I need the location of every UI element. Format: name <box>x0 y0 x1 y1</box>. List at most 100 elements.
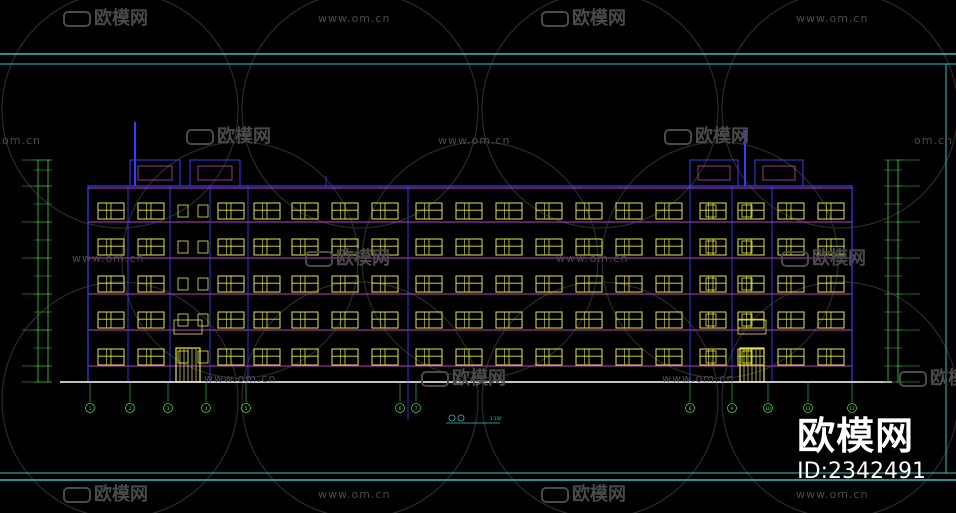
watermark-logo-icon <box>541 487 569 503</box>
tower-window <box>762 165 796 181</box>
stair-window <box>197 350 209 364</box>
axis-label: 6 <box>399 406 402 412</box>
stair-tower <box>189 159 241 187</box>
building-elevation <box>60 122 892 420</box>
watermark-logo-text: 欧模网 <box>572 483 626 505</box>
watermark-logo-icon <box>63 11 91 27</box>
stair-window <box>705 204 717 218</box>
watermark-url: om.cn <box>2 134 41 147</box>
stair-window <box>177 277 189 291</box>
stair-tower <box>129 159 181 187</box>
watermark-url: www.om.cn <box>318 12 390 25</box>
axis-bubble <box>847 403 857 413</box>
watermark-circle <box>241 0 479 229</box>
watermark-logo-text: 欧模网 <box>217 125 271 147</box>
watermark-url: www.om.cn <box>438 134 510 147</box>
entrance-canopy <box>173 319 203 335</box>
axis-bubble <box>685 403 695 413</box>
stair-window <box>705 350 717 364</box>
axis-label: 9 <box>731 406 734 412</box>
stair-tower <box>689 159 739 187</box>
watermark-circle <box>241 281 479 513</box>
stair-window <box>705 277 717 291</box>
watermark-url: www.om.cn <box>796 488 868 501</box>
watermark-circle <box>601 141 839 379</box>
watermark-url: www.om.cn <box>796 12 868 25</box>
watermark-circle <box>1 0 239 229</box>
axis-bubble <box>395 403 405 413</box>
axis-label: 3 <box>167 406 170 412</box>
tower-window <box>197 165 233 181</box>
axis-label: 8 <box>689 406 692 412</box>
watermark-logo-icon <box>421 371 449 387</box>
tower-window <box>697 165 731 181</box>
watermark-logo-text: 欧模网 <box>572 7 626 29</box>
watermark-layer: 欧模网 www.om.cn 欧模网 www.om.cn om.cn 欧模网 www.om.c… <box>2 7 956 505</box>
building-outline <box>87 185 853 383</box>
axis-label: 2 <box>129 406 132 412</box>
axis-bubble <box>163 403 173 413</box>
watermark-logo-text: 欧模网 <box>452 367 506 389</box>
watermark-circle <box>1 281 239 513</box>
watermark-logo-text: 欧模网 <box>930 367 956 389</box>
axis-label: 12 <box>849 406 855 412</box>
watermark-logo-text: 欧模网 <box>94 483 148 505</box>
watermark-logo-icon <box>305 251 333 267</box>
drawing-title: 1:100 <box>446 414 502 424</box>
axis-bubble <box>241 403 251 413</box>
watermark-circle <box>481 281 719 513</box>
watermark-circle <box>721 281 956 513</box>
watermark-logo-text: 欧模网 <box>336 247 390 269</box>
stair-window <box>741 350 753 364</box>
tower-mast <box>134 122 136 186</box>
watermark-circle <box>361 141 599 379</box>
watermark-logo-text: 欧模网 <box>94 7 148 29</box>
watermark-url: www.om.cn <box>318 488 390 501</box>
axis-bubble <box>125 403 135 413</box>
stair-window <box>705 313 717 327</box>
axis-label: 7 <box>415 406 418 412</box>
axis-bubble <box>201 403 211 413</box>
axis-label: 4 <box>205 406 208 412</box>
scale-note: 1:100 <box>490 416 502 421</box>
watermark-logo-icon <box>664 129 692 145</box>
brand-name: 欧模网 <box>797 414 915 458</box>
axis-label: 1 <box>89 406 92 412</box>
watermark-logo-text: 欧模网 <box>695 125 749 147</box>
watermark-logo-icon <box>541 11 569 27</box>
watermark-url: www.om.cn <box>204 372 276 385</box>
watermark-url: www.om.cn <box>662 372 734 385</box>
watermark-logo-icon <box>63 487 91 503</box>
axis-bubble <box>727 403 737 413</box>
axis-bubble <box>411 403 421 413</box>
stair-window <box>705 240 717 254</box>
brand-id-label: ID:2342491 <box>797 459 926 484</box>
stair-tower <box>754 159 804 187</box>
axis-label: 10 <box>765 406 771 412</box>
watermark-url: om.cn <box>914 134 953 147</box>
watermark-url: www.om.cn <box>72 252 144 265</box>
watermark-logo-icon <box>781 251 809 267</box>
stair-window <box>741 277 753 291</box>
stair-window <box>741 240 753 254</box>
watermark-circle <box>121 141 359 379</box>
stair-window <box>197 277 209 291</box>
watermark-logo-icon <box>899 371 927 387</box>
stair-window <box>177 240 189 254</box>
entrance-canopy <box>737 319 767 335</box>
axis-bubble <box>85 403 95 413</box>
stair-window <box>197 204 209 218</box>
axis-label: 5 <box>245 406 248 412</box>
watermark-logo-text: 欧模网 <box>812 247 866 269</box>
tower-mast <box>744 130 746 186</box>
watermark-url: www.om.cn <box>556 252 628 265</box>
brand-stamp: 欧模网 ID:2342491 <box>797 414 926 486</box>
watermark-circle <box>481 0 719 229</box>
drawing-frame <box>0 53 956 481</box>
stair-window <box>197 240 209 254</box>
stair-window <box>741 204 753 218</box>
stair-window <box>177 204 189 218</box>
axis-bubble <box>763 403 773 413</box>
